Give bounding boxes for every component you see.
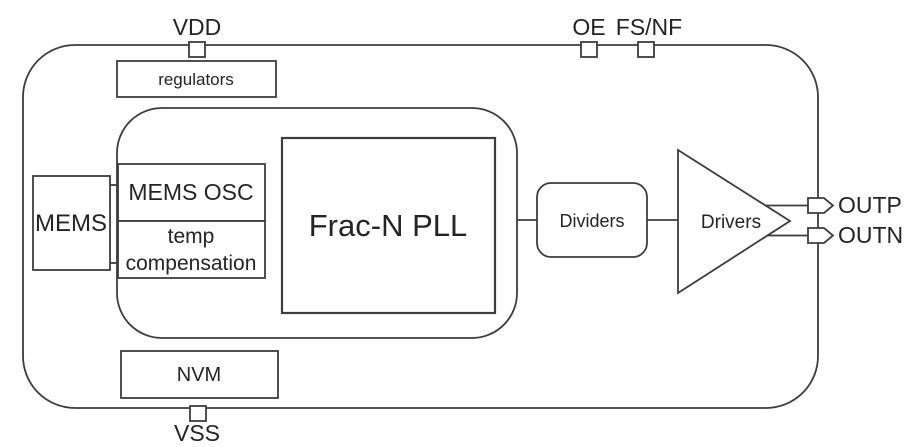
vdd-pin-label: VDD [173,14,222,40]
fs-nf-pin-label: FS/NF [616,14,682,40]
outp-pin-arrow [807,197,835,214]
chip-boundary [22,44,819,409]
dividers-block [536,182,648,258]
mems-block [32,175,111,271]
regulators-block-label: regulators [158,70,234,89]
temp-compensation-block [117,220,266,279]
dividers-block-label: Dividers [559,211,624,231]
vss-pin [189,405,207,422]
regulators-block [116,60,277,98]
outn-pin-label: OUTN [838,222,903,248]
oe-pin [580,41,598,58]
frac-n-pll-block [280,136,497,315]
drivers-amplifier-triangle [677,148,792,295]
mems-block-label: MEMS [35,210,107,237]
nvm-block [120,350,279,399]
drivers-block-label: Drivers [701,212,761,233]
oscillator-core-boundary [116,107,518,339]
nvm-block-label: NVM [177,364,221,386]
outp-pin-label: OUTP [838,192,902,218]
temp-compensation-label-line1: temp [168,225,215,248]
vdd-pin [188,41,206,58]
oe-pin-label: OE [572,14,605,40]
fs-nf-pin [637,41,655,58]
frac-n-pll-block-label: Frac-N PLL [309,208,467,243]
temp-compensation-label-line2: compensation [126,252,257,275]
vss-pin-label: VSS [174,420,220,446]
mems-osc-block-label: MEMS OSC [128,179,253,205]
outn-pin-arrow [807,227,835,244]
